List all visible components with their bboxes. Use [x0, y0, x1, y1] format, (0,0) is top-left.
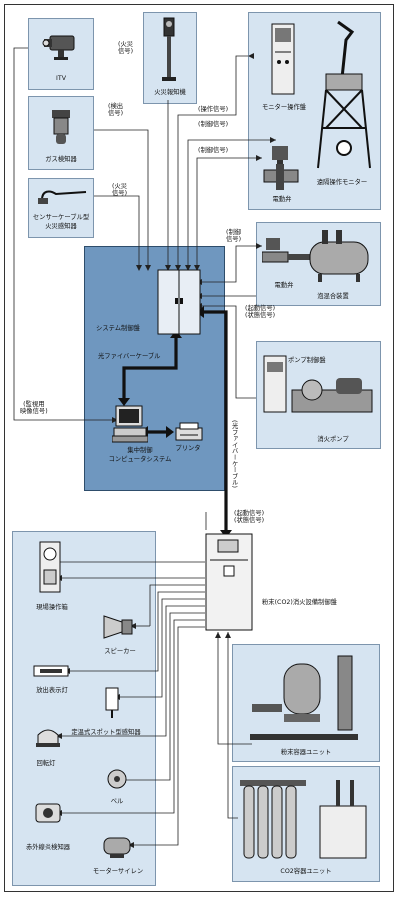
fire-pump-label: 消火ポンプ — [317, 436, 349, 443]
foam-mixer-label: 泡混合装置 — [317, 293, 349, 300]
remote-monitor-label: 遠隔操作モニター — [316, 179, 368, 186]
signal-start-state-2: (起動信号) (状態信号) — [234, 510, 265, 524]
valve-1-icon — [263, 146, 299, 190]
central-computer-label-2: コンピュータシステム — [108, 456, 172, 463]
signal-control-3: (制御 信号) — [226, 229, 242, 243]
fire-pump-icon — [263, 355, 373, 413]
signal-fire-2: (火災 信号) — [112, 183, 128, 197]
pump-panel-label: ポンプ制御盤 — [288, 357, 326, 364]
bell-label: ベル — [110, 798, 124, 805]
valve-2-label: 電動弁 — [274, 282, 294, 289]
signal-fire-1: (火災 信号) — [118, 41, 134, 55]
monitor-panel-icon — [271, 23, 295, 95]
signal-control-2: (制御信号) — [198, 147, 229, 154]
optical-cable-label-2: (光ファイバーケーブル) — [230, 420, 238, 488]
itv-label: ITV — [55, 75, 67, 82]
powder-unit-label: 粉末容器ユニット — [280, 749, 332, 756]
central-computer-label-1: 集中制御 — [127, 447, 153, 454]
field-panel-icon — [39, 541, 61, 593]
signal-control-1: (制御信号) — [198, 121, 229, 128]
monitor-panel-label: モニター操作盤 — [261, 104, 307, 111]
printer-label: プリンタ — [175, 445, 201, 452]
co2-panel-icon — [205, 533, 253, 631]
co2-panel-label: 粉末(CO2)消火設備制御盤 — [262, 599, 337, 606]
outer-frame — [4, 4, 394, 892]
gas-detector-label: ガス検知器 — [45, 156, 77, 163]
spot-detector-icon — [105, 687, 119, 718]
computer-icon — [112, 405, 148, 443]
speaker-icon — [103, 615, 133, 639]
field-devices-box — [12, 531, 156, 886]
rotating-lamp-icon — [36, 729, 60, 747]
sensor-cable-label-2: 火災感知器 — [45, 223, 77, 230]
signal-start-state-1: (起動信号) (状態信号) — [245, 305, 276, 319]
system-panel-icon — [157, 269, 201, 335]
powder-unit-icon — [250, 655, 358, 740]
motor-siren-icon — [103, 837, 131, 858]
optical-cable-label-1: 光ファイバーケーブル — [98, 353, 161, 360]
discharge-lamp-label: 放出表示灯 — [36, 687, 68, 694]
remote-monitor-tower-icon — [317, 20, 371, 169]
signal-monitor-video: (監視用 映像信号) — [20, 401, 48, 415]
itv-box — [28, 18, 94, 90]
sensor-cable-label-1: センサーケーブル型 — [32, 214, 90, 221]
co2-unit-label: CO2容器ユニット — [280, 868, 332, 875]
ir-flame-detector-label: 赤外線炎検知器 — [25, 844, 71, 851]
ir-flame-detector-icon — [35, 803, 61, 823]
discharge-lamp-icon — [33, 665, 69, 677]
sensor-cable-icon — [38, 190, 87, 204]
signal-operation: (操作信号) — [198, 106, 229, 113]
spot-detector-label: 定温式スポット型感知器 — [71, 729, 141, 736]
printer-icon — [175, 422, 203, 441]
fire-alarm-machine-icon — [162, 17, 176, 81]
gas-detector-icon — [52, 110, 70, 144]
field-panel-label: 現場操作箱 — [36, 604, 68, 611]
signal-detect: (検出 信号) — [108, 103, 124, 117]
system-panel-label: システム制御盤 — [96, 325, 140, 332]
bell-icon — [107, 769, 127, 789]
foam-mixer-icon — [262, 230, 369, 282]
speaker-label: スピーカー — [104, 648, 136, 655]
co2-unit-icon — [240, 780, 367, 859]
valve-1-label: 電動弁 — [272, 196, 292, 203]
itv-camera-icon — [42, 35, 75, 60]
motor-siren-label: モーターサイレン — [92, 868, 144, 875]
sensor-cable-box — [28, 178, 94, 238]
rotating-lamp-label: 回転灯 — [36, 760, 56, 767]
fire-alarm-machine-label: 火災報知機 — [154, 89, 186, 96]
